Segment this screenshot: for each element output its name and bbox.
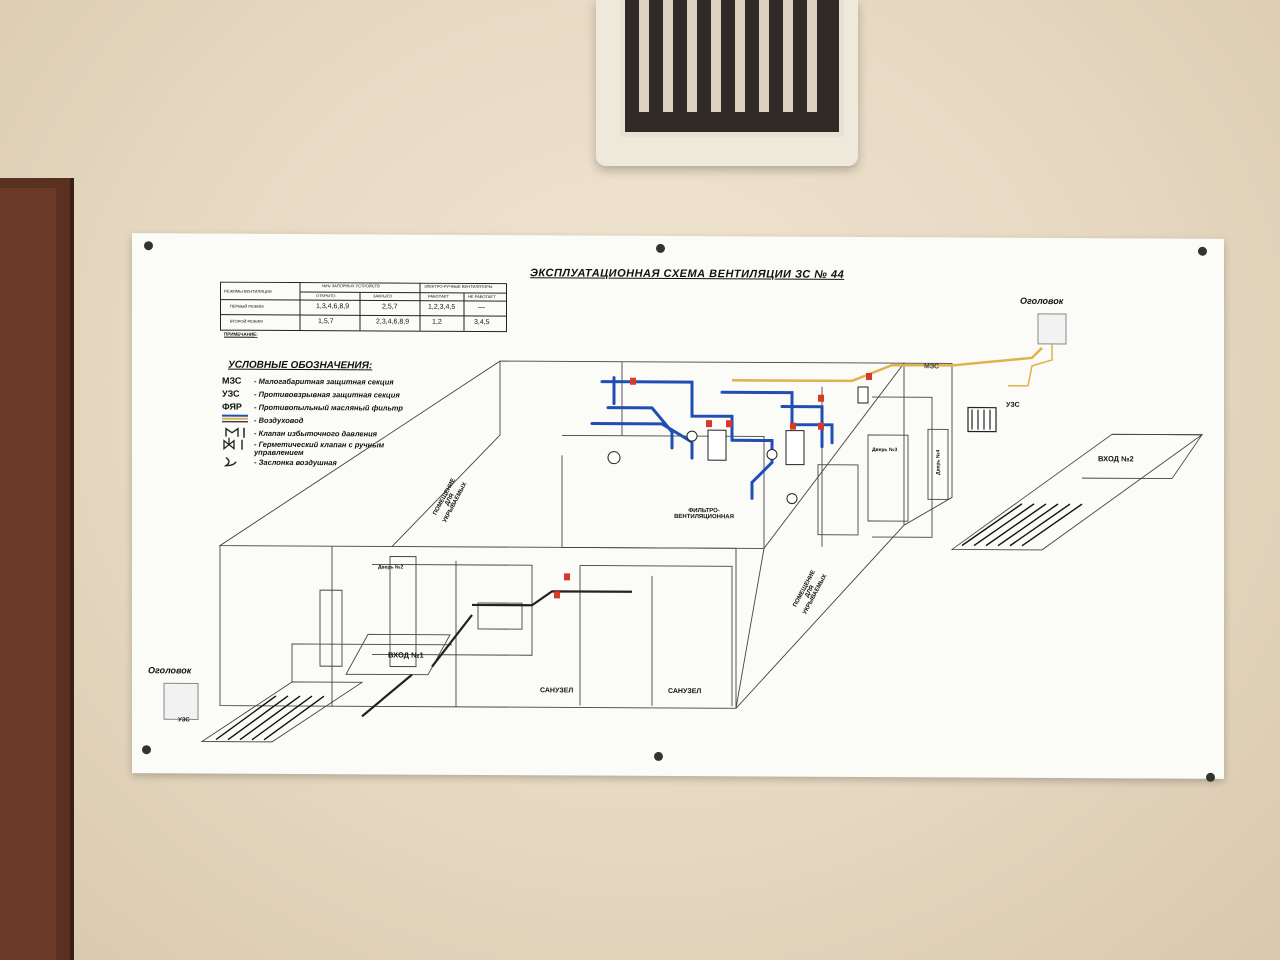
sanuzel-2-label: САНУЗЕЛ bbox=[668, 687, 702, 696]
hermetic-valve-icon bbox=[223, 437, 243, 451]
door-4-label: Дверь №4 bbox=[935, 449, 942, 475]
duct-legend-icon bbox=[222, 414, 248, 423]
air-damper-icon bbox=[223, 457, 237, 467]
ceiling-vent-grille bbox=[596, 0, 858, 166]
door-3-label: Дверь №3 bbox=[872, 447, 898, 454]
ventilation-scheme-board: ЭКСПЛУАТАЦИОННАЯ СХЕМА ВЕНТИЛЯЦИИ ЗС № 4… bbox=[132, 233, 1224, 782]
uzs-left-label: УЗС bbox=[178, 717, 190, 724]
entrance-2-label: ВХОД №2 bbox=[1098, 454, 1134, 464]
sanuzel-1-label: САНУЗЕЛ bbox=[540, 687, 574, 695]
ogolovok-left-label: Оголовок bbox=[148, 665, 192, 676]
entrance-1-label: ВХОД №1 bbox=[388, 650, 424, 660]
filter-room-label: ФИЛЬТРО-ВЕНТИЛЯЦИОННАЯ bbox=[674, 508, 734, 521]
ogolovok-right-label: Оголовок bbox=[1020, 295, 1064, 307]
ventilation-diagram bbox=[163, 313, 1204, 743]
door-frame bbox=[0, 178, 74, 960]
mzs-label: МЗС bbox=[924, 363, 940, 371]
pressure-valve-icon bbox=[225, 427, 245, 438]
uzs-right-label: УЗС bbox=[1006, 401, 1020, 409]
door-2-label: Дверь №2 bbox=[378, 564, 404, 571]
mode-table-grid bbox=[220, 281, 507, 333]
